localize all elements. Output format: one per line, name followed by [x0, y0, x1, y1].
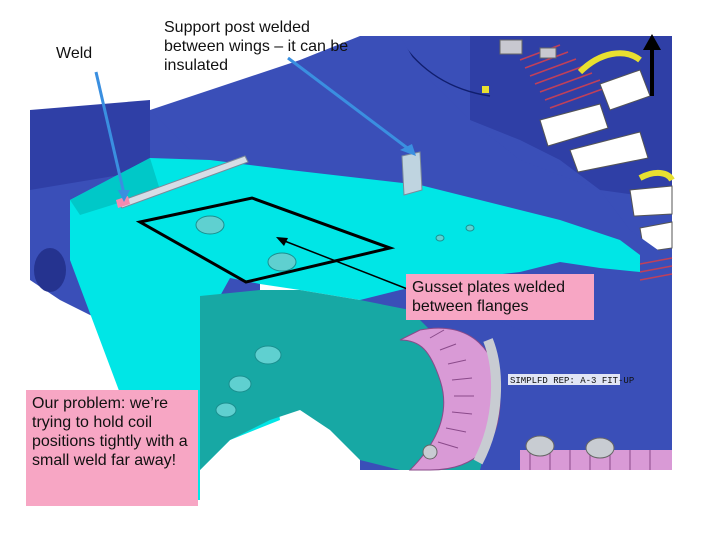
weld-leader: [94, 71, 130, 202]
bolt-holes: [195, 215, 475, 418]
support-post-label: Support post welded between wings – it c…: [164, 19, 349, 74]
support-post: [401, 151, 423, 196]
gusset-plate-outline: [135, 196, 396, 284]
weld-label: Weld: [56, 45, 93, 62]
pink-coil: [399, 327, 502, 471]
support-post-leader: [287, 56, 416, 156]
gusset-leader: [276, 237, 411, 291]
cad-tag: SIMPLFD REP: A-3 FIT-UP: [510, 376, 634, 386]
up-arrow: [643, 34, 661, 96]
gusset-plates-callout: Gusset plates welded between flanges: [406, 274, 594, 320]
problem-callout: Our problem: we’re trying to hold coil p…: [26, 390, 198, 506]
